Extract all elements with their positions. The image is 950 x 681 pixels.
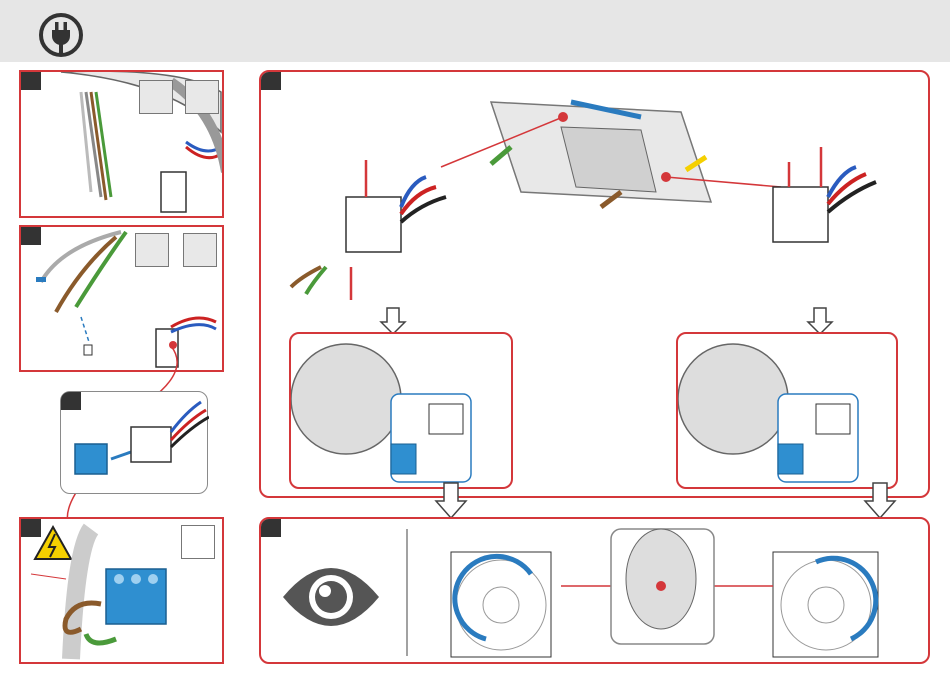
crimp-pliers-icon bbox=[185, 80, 219, 114]
screwdriver-icon bbox=[181, 525, 215, 559]
connector-insertion-illustration bbox=[61, 392, 209, 495]
step-5-right-detail bbox=[676, 332, 898, 489]
step-5-left-detail bbox=[289, 332, 513, 489]
ferrule-icon bbox=[135, 233, 169, 267]
step-4-panel bbox=[19, 517, 224, 664]
pliers-icon bbox=[183, 233, 217, 267]
step-2-panel bbox=[19, 225, 224, 372]
step-5-panel bbox=[259, 70, 930, 498]
step-3-panel bbox=[60, 391, 208, 494]
wire-stripper-icon bbox=[139, 80, 173, 114]
fan-connector-detail-left bbox=[291, 334, 515, 491]
plug-icon bbox=[36, 10, 86, 60]
high-voltage-warning-icon bbox=[35, 527, 71, 559]
rotation-check-illustration bbox=[261, 519, 932, 666]
eye-icon bbox=[283, 568, 379, 626]
fan-connector-detail-right bbox=[678, 334, 900, 491]
step-6-panel bbox=[259, 517, 930, 664]
step-1-panel bbox=[19, 70, 224, 218]
header-bar bbox=[0, 0, 950, 62]
